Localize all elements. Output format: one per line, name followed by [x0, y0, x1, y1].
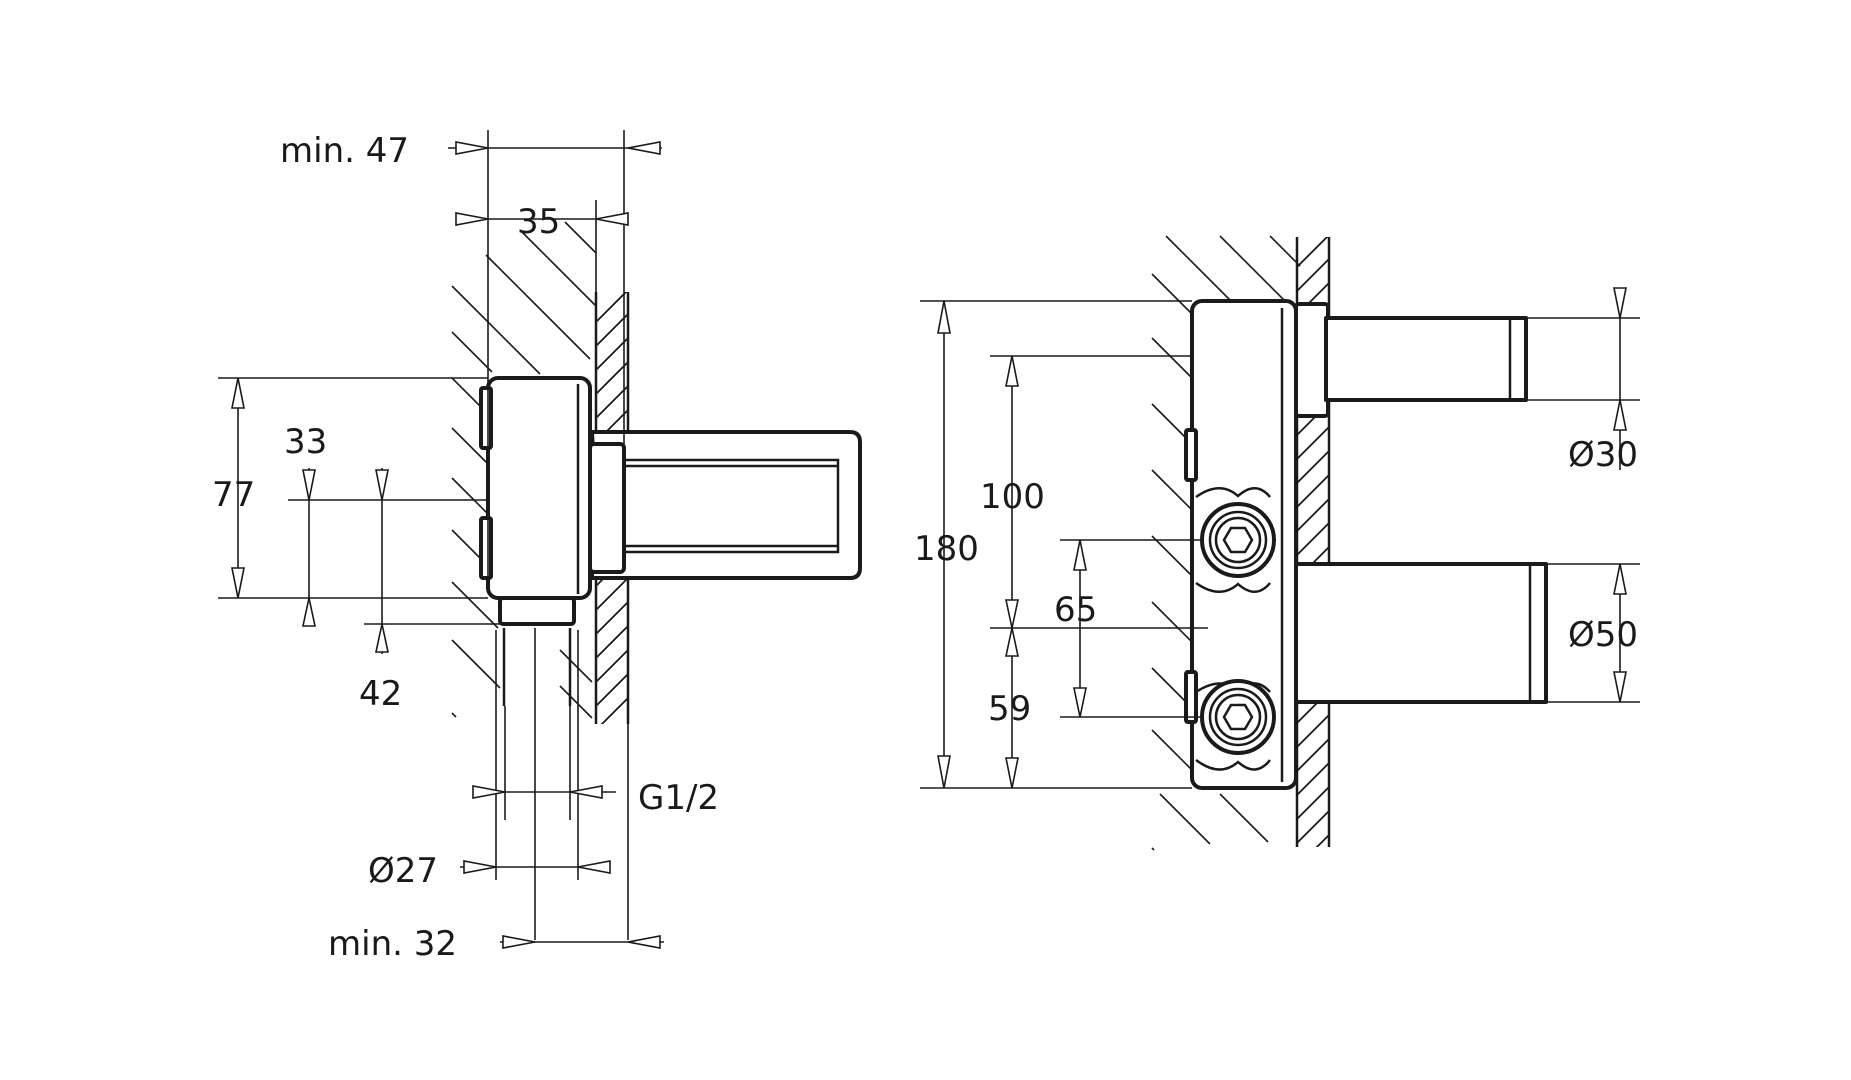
label-g1-2: G1/2: [638, 778, 719, 818]
label-100: 100: [980, 477, 1045, 517]
label-180: 180: [914, 529, 979, 569]
label-77: 77: [212, 475, 255, 515]
label-42: 42: [359, 674, 402, 714]
label-dia-30: Ø30: [1568, 435, 1638, 475]
side-wall-hatch: [451, 221, 597, 719]
label-65: 65: [1054, 590, 1097, 630]
side-arrowheads: [231, 141, 661, 949]
label-59: 59: [988, 689, 1031, 729]
label-min-47: min. 47: [280, 131, 409, 171]
front-lower-spout: [1294, 562, 1548, 704]
label-dia-50: Ø50: [1568, 615, 1638, 655]
label-min-32: min. 32: [328, 924, 457, 964]
front-arrowheads: [937, 287, 1627, 789]
side-view: min. 47 35 33 77 42 G1/2 Ø27 min. 32: [212, 130, 862, 964]
front-extension-lines: [920, 300, 1640, 789]
side-valve-body: [479, 376, 592, 600]
front-upper-fixing-icon: [1200, 502, 1276, 578]
label-33: 33: [284, 422, 327, 462]
front-view: 180 100 65 59 Ø30 Ø50: [914, 235, 1640, 851]
side-collar: [588, 442, 626, 574]
label-dia-27: Ø27: [368, 851, 438, 891]
front-mounting-plate: [1184, 299, 1298, 790]
front-upper-spout: [1294, 302, 1528, 418]
side-lever: [590, 430, 862, 580]
label-35: 35: [517, 202, 560, 242]
front-lower-fixing-icon: [1200, 679, 1276, 755]
side-pipe: [498, 596, 576, 706]
side-extension-lines: [218, 130, 629, 940]
